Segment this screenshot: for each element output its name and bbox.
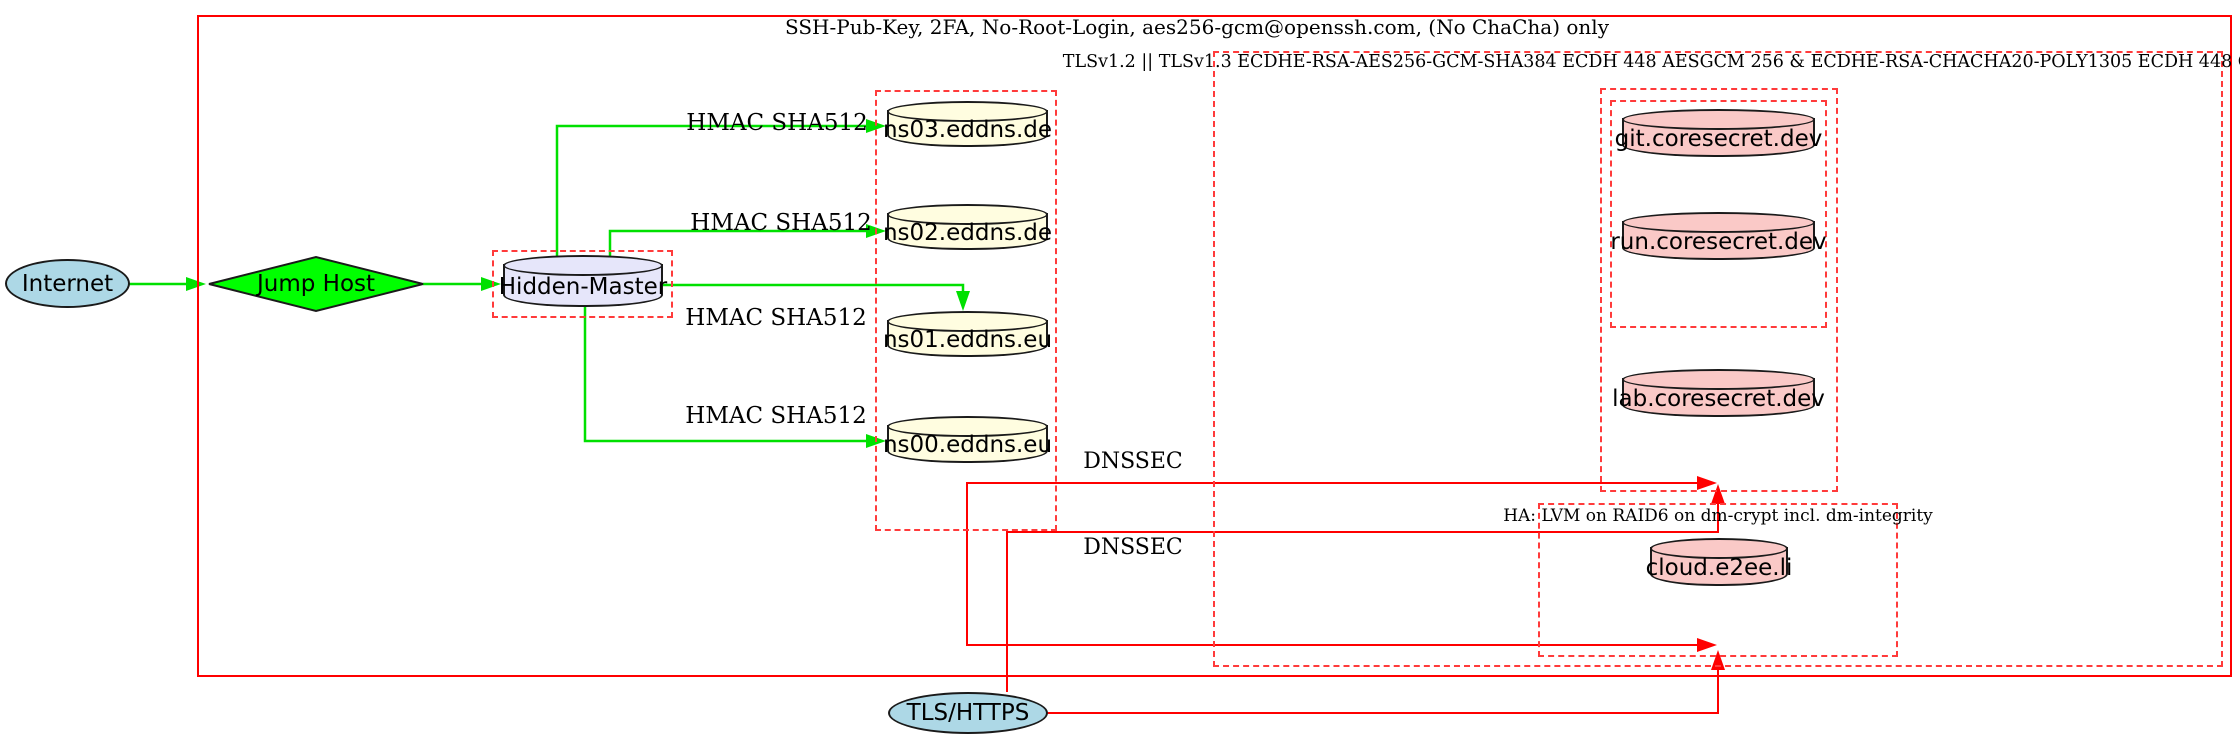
node-run-coresecret: run.coresecret.dev — [1610, 212, 1827, 260]
node-cloud-e2ee: cloud.e2ee.li — [1645, 538, 1793, 586]
edge-label-hmac-ns03: HMAC SHA512 — [686, 110, 868, 136]
arrowhead-tlshttps-to-ha-cluster — [1711, 650, 1725, 670]
edge-label-hmac-ns00: HMAC SHA512 — [685, 403, 867, 429]
edge-label-hmac-ns02: HMAC SHA512 — [690, 210, 872, 236]
node-run-coresecret-label: run.coresecret.dev — [1610, 228, 1827, 255]
arrowhead-internet-jumphost — [186, 277, 206, 291]
tls-cipher-label: TLSv1.2 || TLSv1.3 ECDHE-RSA-AES256-GCM-… — [1062, 52, 2240, 72]
node-ns01-label: ns01.eddns.eu — [882, 326, 1053, 353]
edge-hiddenmaster-ns03 — [555, 124, 868, 258]
ssh-hardening-label: SSH-Pub-Key, 2FA, No-Root-Login, aes256-… — [785, 15, 1609, 39]
arrowhead-hiddenmaster-ns01 — [956, 291, 970, 311]
node-git-coresecret: git.coresecret.dev — [1614, 109, 1823, 157]
node-internet: Internet — [5, 259, 130, 308]
arrowhead-tlshttps-to-lab-cluster — [1711, 484, 1725, 504]
node-lab-coresecret: lab.coresecret.dev — [1612, 369, 1825, 417]
node-tls-https: TLS/HTTPS — [888, 692, 1048, 734]
node-ns00: ns00.eddns.eu — [882, 416, 1053, 463]
node-internet-label: Internet — [21, 270, 114, 297]
edge-label-hmac-ns01: HMAC SHA512 — [685, 305, 867, 331]
node-ns02-label: ns02.eddns.de — [882, 219, 1053, 246]
edge-tlshttps-to-ha-cluster — [1047, 668, 1719, 714]
arrowhead-dnssec-to-lab-cluster — [1697, 476, 1717, 490]
node-jump-host: Jump Host — [209, 257, 423, 311]
node-ns01: ns01.eddns.eu — [882, 311, 1053, 357]
edge-hiddenmaster-ns02 — [608, 229, 868, 258]
node-hidden-master: Hidden-Master — [498, 255, 668, 307]
node-cloud-e2ee-label: cloud.e2ee.li — [1645, 554, 1793, 581]
edge-dnssec-to-lab-cluster — [966, 482, 1699, 531]
edge-hiddenmaster-ns00 — [583, 307, 868, 443]
ha-raid-label: HA: LVM on RAID6 on dm-crypt incl. dm-in… — [1503, 506, 1933, 526]
edge-label-dnssec-1: DNSSEC — [1083, 449, 1183, 474]
arrowhead-dnssec-to-ha-cluster — [1697, 638, 1717, 652]
node-ns02: ns02.eddns.de — [882, 204, 1053, 250]
edge-tlshttps-to-lab-cluster — [1006, 502, 1719, 692]
node-ns03: ns03.eddns.de — [882, 101, 1053, 147]
node-git-coresecret-label: git.coresecret.dev — [1614, 125, 1823, 152]
node-ns03-label: ns03.eddns.de — [882, 116, 1053, 143]
arrowhead-jumphost-hiddenmaster — [481, 277, 501, 291]
node-jump-host-label: Jump Host — [256, 271, 376, 297]
node-hidden-master-label: Hidden-Master — [498, 273, 668, 300]
node-ns00-label: ns00.eddns.eu — [882, 432, 1053, 458]
node-lab-coresecret-label: lab.coresecret.dev — [1612, 385, 1825, 412]
node-jump-host-shape — [208, 255, 424, 313]
node-tls-https-label: TLS/HTTPS — [906, 700, 1030, 726]
edge-hiddenmaster-ns01 — [663, 283, 965, 294]
edge-dnssec-to-ha-cluster — [966, 531, 1699, 646]
edge-label-dnssec-2: DNSSEC — [1083, 535, 1183, 560]
